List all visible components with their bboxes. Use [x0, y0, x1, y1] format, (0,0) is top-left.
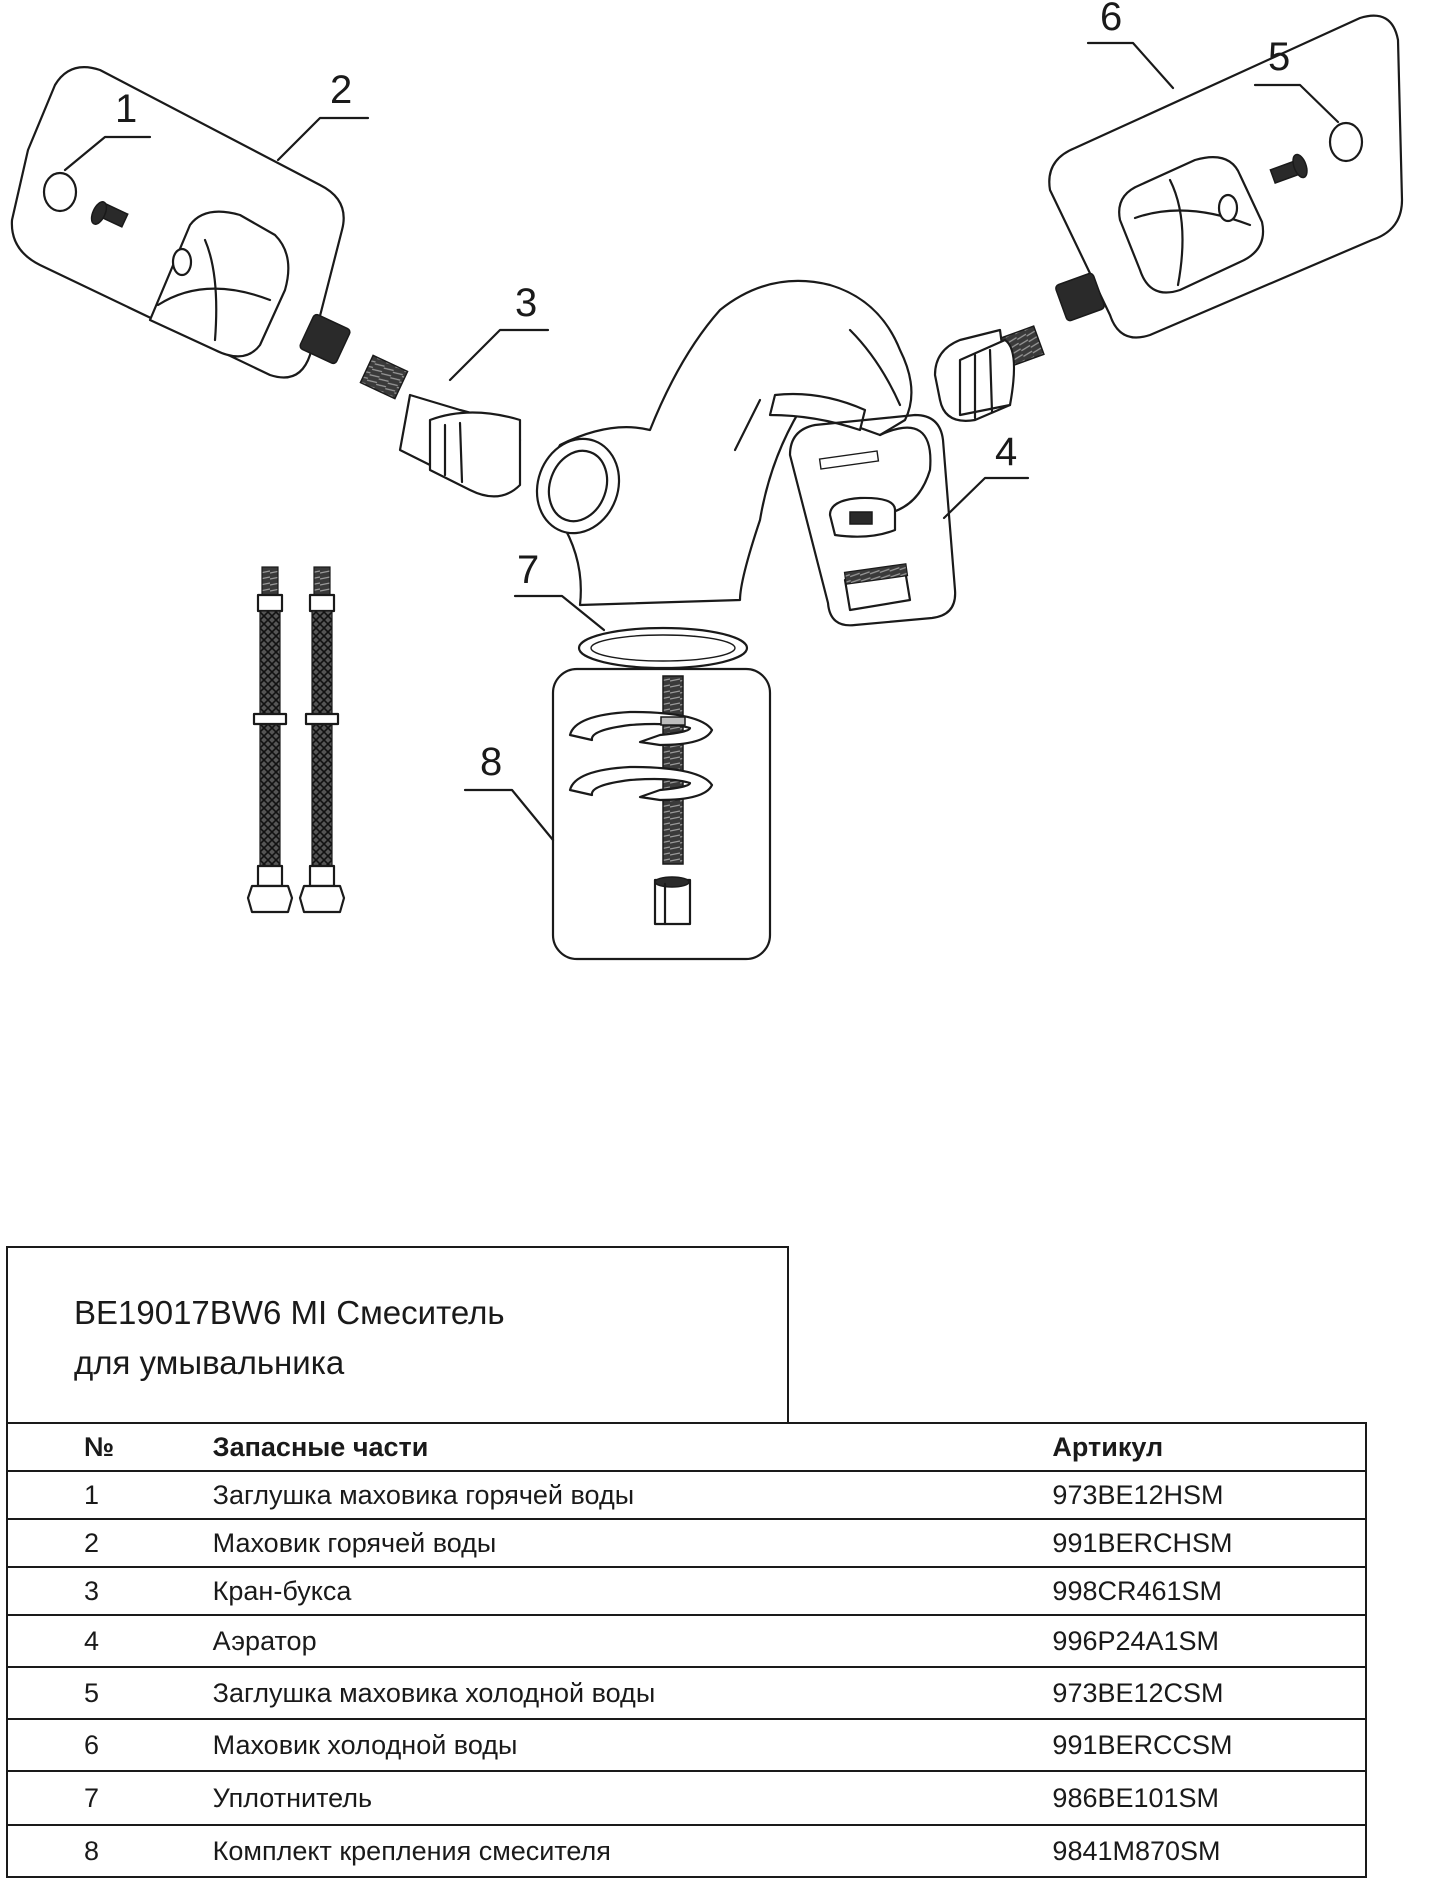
- row-part-name: Заглушка маховика холодной воды: [212, 1666, 1053, 1720]
- flexible-hoses-icon: [246, 566, 346, 914]
- row-part-name: Заглушка маховика горячей воды: [212, 1470, 1053, 1520]
- table-row: 5 Заглушка маховика холодной воды 973BE1…: [6, 1666, 1367, 1720]
- row-number: 2: [6, 1518, 213, 1568]
- hot-plug-icon: [42, 171, 78, 213]
- hot-screw-icon: [90, 201, 129, 228]
- row-number: 7: [6, 1770, 213, 1826]
- callout-label: 8: [480, 740, 502, 784]
- callout-label: 5: [1268, 35, 1290, 79]
- callout-label: 3: [515, 281, 537, 325]
- table-header-row: № Запасные части Артикул: [6, 1422, 1367, 1472]
- header-article: Артикул: [1052, 1422, 1367, 1472]
- callout-5: 5: [1253, 35, 1340, 124]
- callout-2: 2: [276, 68, 370, 162]
- row-article: 9841M870SM: [1052, 1824, 1367, 1878]
- washer-lower-icon: [568, 765, 714, 802]
- row-part-name: Кран-букса: [212, 1566, 1053, 1616]
- row-article: 996P24A1SM: [1052, 1614, 1367, 1668]
- exploded-view-diagram: 1 2 3 4 5 6 7 8: [10, 0, 1404, 961]
- row-part-name: Маховик холодной воды: [212, 1718, 1053, 1772]
- row-number: 4: [6, 1614, 213, 1668]
- product-title: BE19017BW6 MI Смеситель для умывальника: [74, 1288, 505, 1388]
- nut-icon: [653, 876, 692, 926]
- row-part-name: Комплект крепления смесителя: [212, 1824, 1053, 1878]
- table-row: 3 Кран-букса 998CR461SM: [6, 1566, 1367, 1616]
- hot-adapter-icon: [299, 313, 351, 365]
- callout-7: 7: [513, 548, 606, 632]
- callout-label: 1: [115, 87, 137, 131]
- row-number: 6: [6, 1718, 213, 1772]
- callout-4: 4: [942, 430, 1030, 520]
- cold-handle-group: [1048, 14, 1404, 339]
- cold-screw-icon: [1269, 153, 1308, 184]
- table-row: 7 Уплотнитель 986BE101SM: [6, 1770, 1367, 1826]
- cold-handle-icon: [1118, 156, 1265, 294]
- callout-label: 7: [517, 548, 539, 592]
- hot-cartridge-icon: [359, 354, 522, 498]
- table-row: 2 Маховик горячей воды 991BERCHSM: [6, 1518, 1367, 1568]
- callout-label: 6: [1100, 0, 1122, 39]
- row-article: 998CR461SM: [1052, 1566, 1367, 1616]
- row-number: 5: [6, 1666, 213, 1720]
- row-article: 991BERCCSM: [1052, 1718, 1367, 1772]
- seal-icon: [577, 626, 749, 670]
- header-part-name: Запасные части: [212, 1422, 1053, 1472]
- callout-3: 3: [448, 281, 550, 382]
- row-article: 986BE101SM: [1052, 1770, 1367, 1826]
- header-number: №: [6, 1422, 213, 1472]
- callout-label: 2: [330, 68, 352, 112]
- row-part-name: Аэратор: [212, 1614, 1053, 1668]
- table-row: 6 Маховик холодной воды 991BERCCSM: [6, 1718, 1367, 1772]
- aerator-group: [788, 413, 957, 627]
- table-row: 1 Заглушка маховика горячей воды 973BE12…: [6, 1470, 1367, 1520]
- callout-8: 8: [463, 740, 555, 842]
- row-number: 1: [6, 1470, 213, 1520]
- cold-plug-icon: [1328, 121, 1364, 163]
- cold-cartridge-icon: [933, 325, 1045, 422]
- row-article: 973BE12HSM: [1052, 1470, 1367, 1520]
- table-row: 4 Аэратор 996P24A1SM: [6, 1614, 1367, 1668]
- table-row: 8 Комплект крепления смесителя 9841M870S…: [6, 1824, 1367, 1878]
- mixer-body-icon: [535, 279, 932, 607]
- row-article: 973BE12CSM: [1052, 1666, 1367, 1720]
- cold-adapter-icon: [1055, 272, 1105, 322]
- callout-6: 6: [1086, 0, 1175, 90]
- washer-upper-icon: [568, 710, 714, 747]
- fixing-kit-group: [551, 667, 772, 961]
- hot-handle-group: [10, 66, 345, 379]
- title-line-1: BE19017BW6 MI Смеситель: [74, 1294, 505, 1331]
- row-part-name: Уплотнитель: [212, 1770, 1053, 1826]
- row-part-name: Маховик горячей воды: [212, 1518, 1053, 1568]
- hot-handle-icon: [148, 210, 290, 358]
- title-line-2: для умывальника: [74, 1344, 345, 1381]
- row-number: 3: [6, 1566, 213, 1616]
- row-number: 8: [6, 1824, 213, 1878]
- spare-parts-table: № Запасные части Артикул 1 Заглушка махо…: [6, 1422, 1367, 1878]
- callout-1: 1: [63, 87, 152, 172]
- row-article: 991BERCHSM: [1052, 1518, 1367, 1568]
- title-box: BE19017BW6 MI Смеситель для умывальника: [6, 1246, 789, 1422]
- callout-label: 4: [995, 430, 1017, 474]
